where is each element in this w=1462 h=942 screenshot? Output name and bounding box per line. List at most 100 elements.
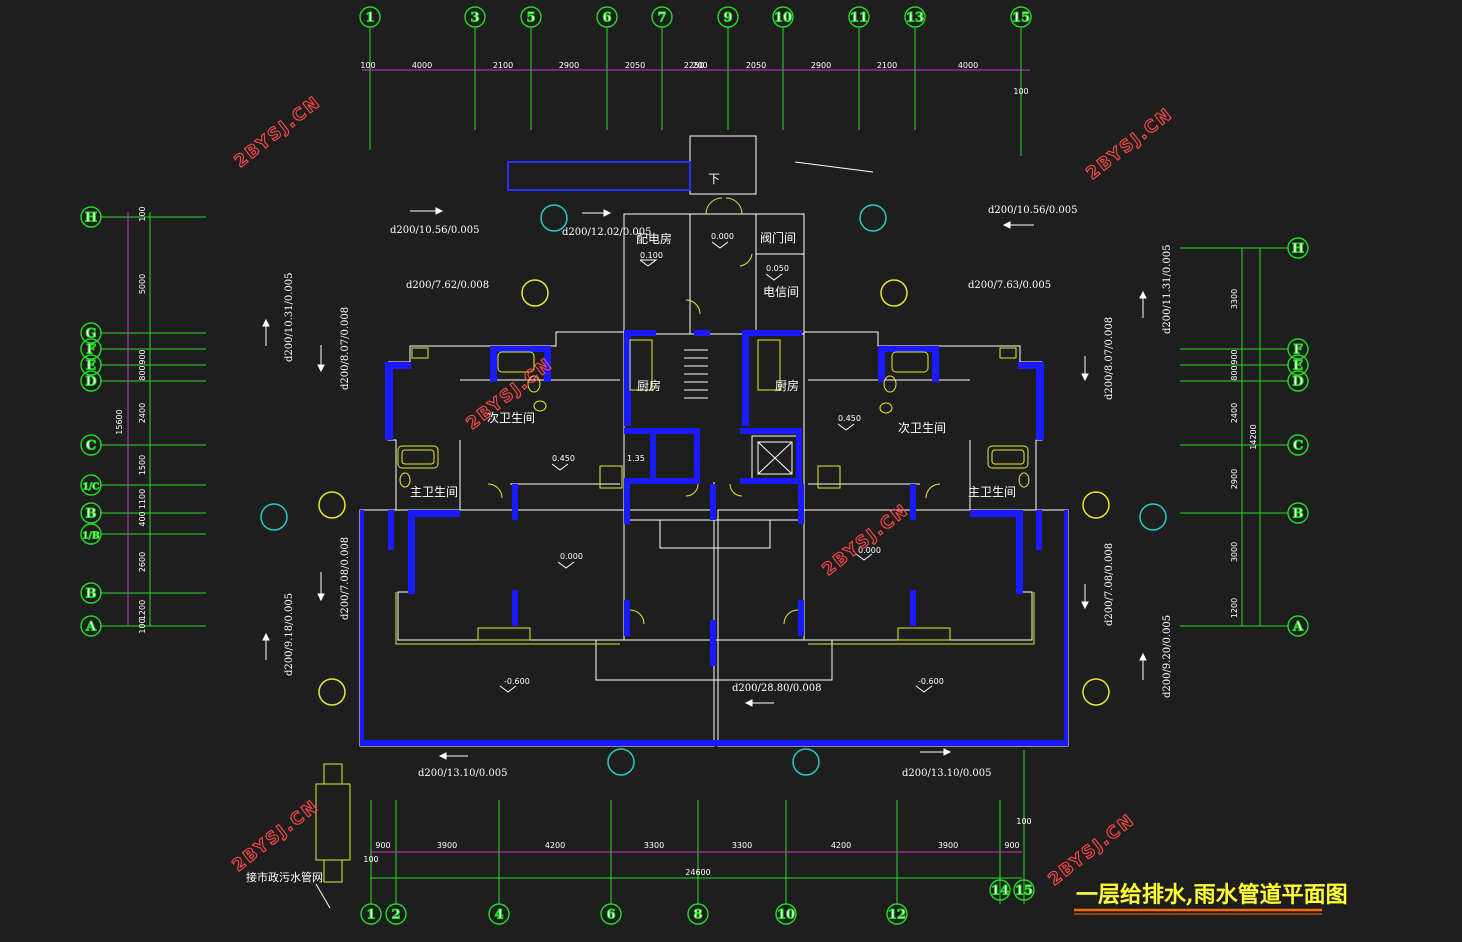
dimension-text: 900 [1004,841,1019,850]
level-text: 0.100 [640,251,663,260]
room-label: 次卫生间 [898,421,946,435]
dimension-text: 15600 [115,409,124,434]
axis-label: 6 [606,908,615,923]
axis-label: 1/C [83,483,100,493]
pipe-label: d200/11.31/0.005 [1162,245,1173,334]
axis-bubble [1287,502,1309,524]
axis-label: A [1292,620,1304,635]
riser-cyan [607,748,635,776]
dimension-text: 2100 [877,61,897,70]
pipe-label: d200/10.56/0.005 [988,205,1077,216]
axis-bubble [80,354,102,376]
dimension-text: 1200 [138,600,147,620]
pipe-label: d200/7.08/0.008 [1104,543,1115,626]
central-block [623,213,805,335]
entry-ramp [507,161,691,191]
pipe-label: d200/13.10/0.005 [902,768,991,779]
dimension-text: 1200 [1230,598,1239,618]
axis-bubble [80,502,102,524]
level-text: 0.000 [858,546,881,555]
axis-label: E [86,359,96,374]
axis-bubble [1013,879,1035,901]
pipe-label: d200/12.02/0.005 [562,227,651,238]
axis-label: C [1293,439,1303,454]
dimension-text: 3300 [1230,289,1239,309]
dimension-text: 100 [1016,817,1031,826]
dimension-text: 100 [1013,87,1028,96]
level-text: 0.450 [552,454,575,463]
dimension-text: 800 [1230,365,1239,380]
riser-cyan [859,204,887,232]
axis-bubble [886,903,908,925]
pipe-label: d200/7.62/0.008 [406,280,489,291]
left-dimension-texts: 1005000900800240015001100400260012001001… [115,206,147,633]
level-text: 0.000 [560,552,583,561]
dimension-text: 100 [138,618,147,633]
axis-label: 8 [693,908,702,923]
dimension-text: 3300 [732,841,752,850]
dimension-text: 2050 [746,61,766,70]
level-text: 1.35 [627,454,645,463]
pipe-label: d200/8.07/0.008 [340,307,351,390]
dimension-text: 400 [138,511,147,526]
axis-label: 7 [657,11,666,26]
dimension-text: 3900 [437,841,457,850]
pipe-label: d200/13.10/0.005 [418,768,507,779]
stair-down-label: 下 [708,172,720,186]
axis-bubble [80,474,102,496]
dimension-text: 14200 [1249,424,1258,449]
dimension-text: 2900 [1230,469,1239,489]
pipe-label: d200/10.31/0.005 [284,273,295,362]
axis-bubble [717,6,739,28]
room-label: 电信间 [763,285,799,299]
axis-label: 4 [494,908,503,923]
drawing-title: 一层给排水,雨水管道平面图 [1076,882,1348,908]
dimension-text: 1100 [138,489,147,509]
leader-line [315,883,331,909]
axis-bubble [1010,6,1032,28]
room-label: 次卫生间 [487,411,535,425]
room-label: 厨房 [775,378,799,393]
axis-label: D [1292,375,1303,390]
dimension-text: 3000 [1230,542,1239,562]
dimension-text: 2400 [138,403,147,423]
axis-bubble [772,6,794,28]
axis-bubble [596,6,618,28]
riser-cyan [792,748,820,776]
axis-label: F [86,343,96,358]
axis-label: 2 [391,908,400,923]
flow-arrows [262,207,1147,760]
axis-label: G [85,327,96,342]
dimension-text: 900 [1230,349,1239,364]
riser-yellow [1082,678,1110,706]
axis-bubble [1287,370,1309,392]
dimension-text: 3900 [938,841,958,850]
pipe-label: d200/7.63/0.005 [968,280,1051,291]
axis-bubble [1287,354,1309,376]
axis-bubble [687,903,709,925]
axis-bubble [1287,237,1309,259]
level-text: 0.050 [766,264,789,273]
axis-label: D [85,375,96,390]
axis-label: C [86,439,96,454]
riser-yellow [880,279,908,307]
axis-label: B [1293,507,1304,522]
axis-bubble [1287,615,1309,637]
dimension-text: 4000 [958,61,978,70]
room-label: 主卫生间 [968,485,1016,499]
axis-bubble [80,206,102,228]
municipal-sewer-connection [315,763,351,883]
riser-cyan [540,204,568,232]
axis-bubble [1287,434,1309,456]
axis-label: 1 [366,908,375,923]
axis-label: 15 [1015,884,1033,899]
dimension-text: 4000 [412,61,432,70]
structural-walls [360,330,1068,746]
room-label: 主卫生间 [410,485,458,499]
dimension-text: 100 [360,61,375,70]
